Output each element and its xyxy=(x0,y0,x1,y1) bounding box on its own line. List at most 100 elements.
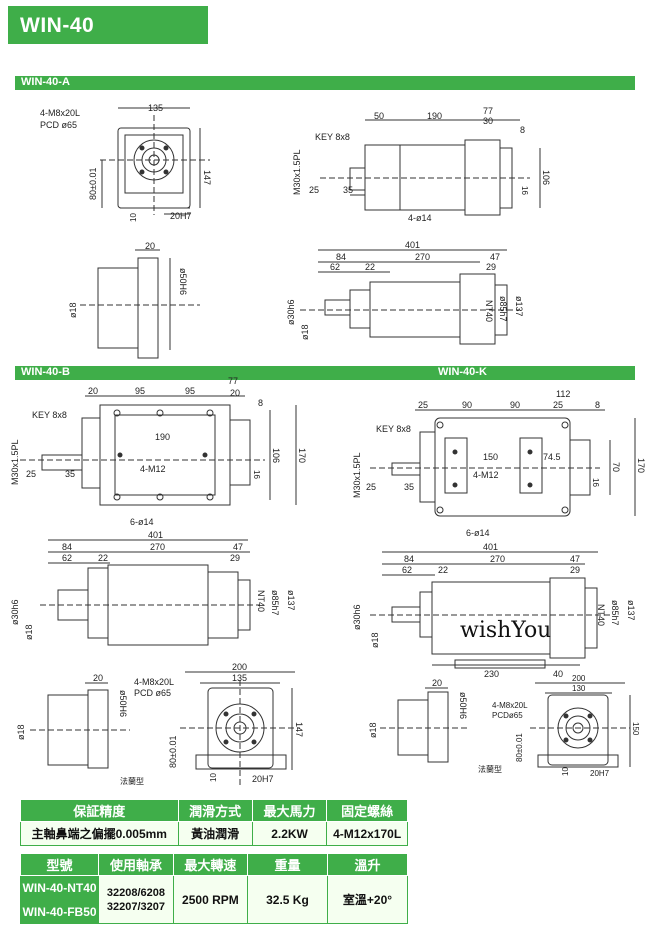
a-label-key: KEY 8x8 xyxy=(315,132,350,142)
hdr-model: 型號 xyxy=(19,853,100,876)
k-label-6phi14: 6-ø14 xyxy=(466,528,490,538)
bff-dim-20h7: 20H7 xyxy=(252,774,274,784)
cell-weight: 32.5 Kg xyxy=(246,875,328,924)
b-dim-16: 16 xyxy=(252,470,261,479)
hdr-screw: 固定螺絲 xyxy=(326,799,408,822)
k-side-dim-270: 270 xyxy=(490,554,505,564)
cell-lubrication: 黃油潤滑 xyxy=(177,821,253,846)
a-dim-135: 135 xyxy=(148,103,163,113)
a-dim-77: 77 xyxy=(483,106,493,116)
a-label-pcd: PCD ø65 xyxy=(40,120,77,130)
b-side-dim-22: 22 xyxy=(98,553,108,563)
a-dim-35: 35 xyxy=(343,185,353,195)
b-dim-35: 35 xyxy=(65,469,75,479)
b-side-view xyxy=(40,539,260,646)
page-title-bar: WIN-40 xyxy=(8,6,208,44)
k-dim-112: 112 xyxy=(556,389,570,399)
a-long-phi18: ø18 xyxy=(300,324,310,340)
b-side-dim-401: 401 xyxy=(148,530,163,540)
a-long-view xyxy=(300,249,520,345)
k-dim-25b: 25 xyxy=(553,400,563,410)
a-dim-30: 30 xyxy=(483,116,493,126)
a-label-4phi14: 4-ø14 xyxy=(408,213,432,223)
kf-phi50: ø50H6 xyxy=(458,692,468,719)
k-side-phi18: ø18 xyxy=(370,632,380,648)
b-dim-95a: 95 xyxy=(135,386,145,396)
k-dim-150: 150 xyxy=(483,452,498,462)
b-label-6phi14: 6-ø14 xyxy=(130,517,154,527)
b-side-phi30: ø30h6 xyxy=(10,599,20,625)
b-side-dim-47: 47 xyxy=(233,542,243,552)
kff-dim-130: 130 xyxy=(572,684,586,693)
bff-label-m8: 4-M8x20L xyxy=(134,677,174,687)
cell-bearing-2: 32207/3207 xyxy=(106,900,166,913)
spec-table-1: 保証精度 潤滑方式 最大馬力 固定螺絲 主軸鼻端之偏擺0.005mm 黃油潤滑 … xyxy=(20,799,408,846)
k-side-dim-401: 401 xyxy=(483,542,498,552)
k-dim-35: 35 xyxy=(404,482,414,492)
k-dim-90a: 90 xyxy=(462,400,472,410)
bf-dim-20: 20 xyxy=(93,673,103,683)
a-side-view xyxy=(320,119,541,216)
hdr-temp: 溫升 xyxy=(326,853,409,876)
b-side-dim-62: 62 xyxy=(62,553,72,563)
b-label-m30: M30x1.5PL xyxy=(10,439,20,485)
a-long-dim-29: 29 xyxy=(486,262,496,272)
bf-phi18: ø18 xyxy=(16,724,26,740)
a-flange-view xyxy=(80,249,200,359)
kff-dim-200: 200 xyxy=(572,674,586,683)
b-dim-95b: 95 xyxy=(185,386,195,396)
a-long-nt40: NT40 xyxy=(484,300,494,322)
k-label-m30: M30x1.5PL xyxy=(352,452,362,498)
k-side-dim-40: 40 xyxy=(553,669,563,679)
a-dim-50: 50 xyxy=(374,111,384,121)
a-long-dim-62: 62 xyxy=(330,262,340,272)
k-side-nt40: NT40 xyxy=(596,604,606,626)
a-dim-106: 106 xyxy=(541,170,551,185)
a-long-dim-47: 47 xyxy=(490,252,500,262)
cell-max-power: 2.2KW xyxy=(251,821,328,846)
k-dim-170: 170 xyxy=(636,458,646,473)
a-dim-190: 190 xyxy=(427,111,442,121)
hdr-weight: 重量 xyxy=(246,853,328,876)
a-long-phi85: ø85h7 xyxy=(498,296,508,322)
a-dim-16: 16 xyxy=(520,186,529,195)
hdr-lubrication: 潤滑方式 xyxy=(177,799,253,822)
bff-dim-147: 147 xyxy=(294,722,304,737)
spec-table-2: 型號 使用軸承 最大轉速 重量 溫升 WIN-40-NT40 32208/620… xyxy=(19,853,409,924)
a-flange-phi18: ø18 xyxy=(68,302,78,318)
bff-dim-200: 200 xyxy=(232,662,247,672)
a-long-dim-270: 270 xyxy=(415,252,430,262)
b-side-dim-29: 29 xyxy=(230,553,240,563)
b-side-dim-270: 270 xyxy=(150,542,165,552)
a-long-dim-22: 22 xyxy=(365,262,375,272)
b-flange-front xyxy=(180,671,300,785)
k-flange-side xyxy=(380,687,470,763)
a-long-phi137: ø137 xyxy=(514,296,524,317)
kf-phi18: ø18 xyxy=(368,722,378,738)
a-front-view xyxy=(100,107,210,215)
bf-note: 法蘭型 xyxy=(120,776,144,786)
cell-max-speed: 2500 RPM xyxy=(172,875,248,924)
kf-note: 法蘭型 xyxy=(478,764,502,774)
b-side-nt40: NT40 xyxy=(256,590,266,612)
b-side-phi137: ø137 xyxy=(286,590,296,611)
b-top-view xyxy=(20,395,297,506)
cell-model-fb50: WIN-40-FB50 xyxy=(19,899,100,924)
kff-dim-150: 150 xyxy=(631,722,640,736)
k-side-dim-29: 29 xyxy=(570,565,580,575)
b-label-m12: 4-M12 xyxy=(140,464,166,474)
section-bar-b: WIN-40-B xyxy=(15,366,635,380)
kff-label-pcd: PCDø65 xyxy=(492,711,523,720)
k-side-phi30: ø30h6 xyxy=(352,604,362,630)
a-long-dim-84: 84 xyxy=(336,252,346,262)
k-dim-25c: 25 xyxy=(366,482,376,492)
k-side-dim-62: 62 xyxy=(402,565,412,575)
b-dim-170: 170 xyxy=(297,448,307,463)
section-title-a: WIN-40-A xyxy=(21,76,70,88)
k-dim-16: 16 xyxy=(591,478,600,487)
kff-dim-80: 80±0.01 xyxy=(515,733,524,762)
kff-label-m8: 4-M8x20L xyxy=(492,701,528,710)
k-side-dim-84: 84 xyxy=(404,554,414,564)
k-dim-8: 8 xyxy=(595,400,600,410)
